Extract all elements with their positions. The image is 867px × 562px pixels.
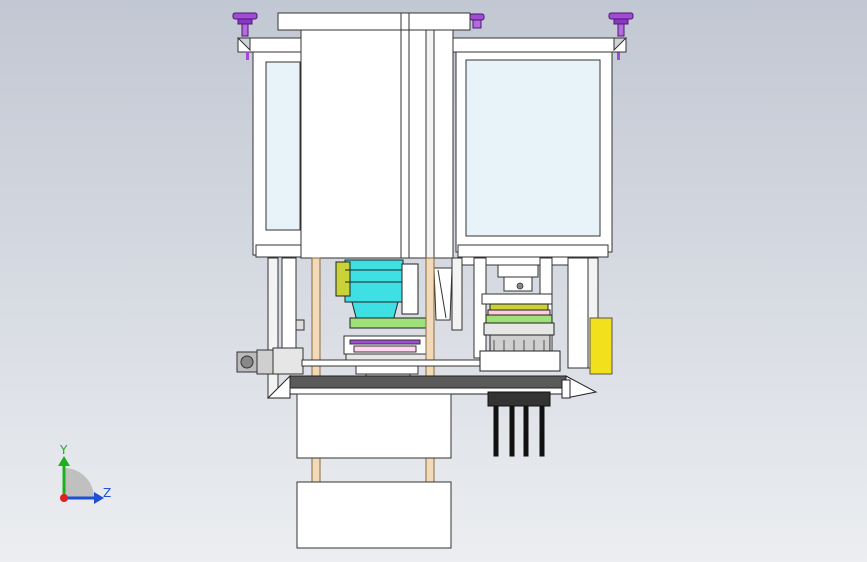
lower-housing: [296, 393, 452, 549]
right-enclosure: [451, 37, 628, 266]
leveling-knob-small: [469, 13, 485, 29]
coordinate-triad: Y Z: [58, 443, 111, 504]
cross-rails: [301, 359, 501, 367]
press-plates: [479, 303, 561, 372]
drive-motor: [236, 347, 304, 375]
central-column: [277, 12, 471, 259]
right-window: [465, 59, 601, 237]
triad-plane-shading: [64, 468, 94, 498]
funnel-part: [433, 257, 463, 331]
press-details: [493, 282, 545, 351]
y-axis-label: Y: [59, 443, 68, 457]
leveling-knob-right: [608, 12, 634, 37]
dispensing-nozzles: [487, 391, 551, 457]
x-axis-dot: [60, 494, 68, 502]
leveling-knob-left: [232, 12, 258, 37]
z-axis-label: Z: [103, 486, 111, 500]
conveyor-base: [266, 374, 598, 399]
left-window: [265, 61, 301, 231]
yellow-control-box: [589, 317, 613, 375]
cyan-gripper-assembly: [335, 259, 427, 329]
left-enclosure: [236, 37, 305, 258]
left-support-legs: [267, 257, 305, 399]
